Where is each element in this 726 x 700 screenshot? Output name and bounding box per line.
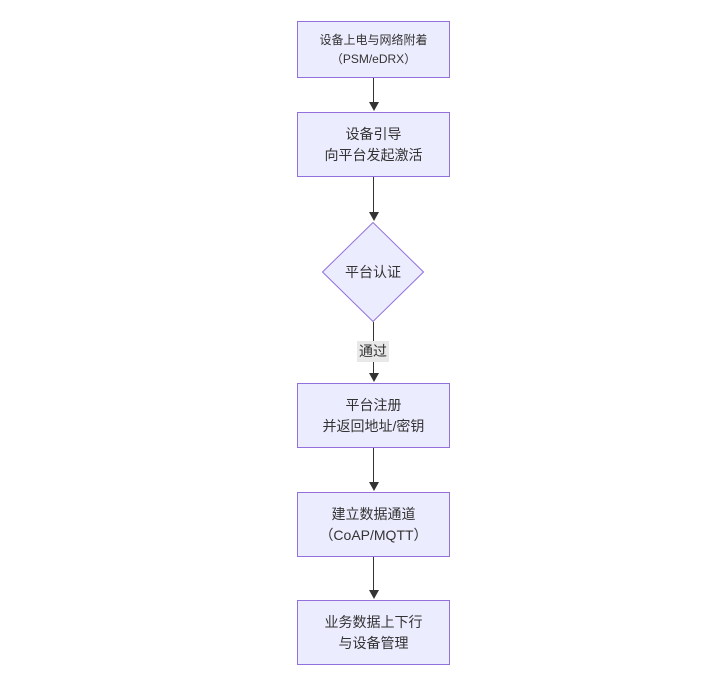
node-power-network-attach: 设备上电与网络附着 （PSM/eDRX） [297, 21, 450, 78]
edge-label-pass: 通过 [357, 341, 389, 362]
edge-line [373, 557, 374, 590]
edge-line [373, 177, 374, 212]
edge-line [373, 448, 374, 482]
node-label-line: 平台认证 [345, 264, 401, 280]
node-label-line: 设备引导 [345, 125, 402, 142]
arrowhead-icon [368, 102, 379, 111]
edge-channel-to-business [368, 557, 379, 599]
node-label-line: 并返回地址/密钥 [322, 417, 425, 434]
diamond-shape [322, 222, 424, 322]
node-label-line: 建立数据通道 [331, 505, 416, 522]
node-platform-register: 平台注册 并返回地址/密钥 [297, 383, 450, 448]
node-label-line: 平台注册 [345, 396, 402, 413]
node-label-line: 与设备管理 [338, 634, 409, 651]
arrowhead-icon [368, 212, 379, 221]
node-business-data-management: 业务数据上下行 与设备管理 [297, 600, 450, 665]
node-label-line: 业务数据上下行 [324, 613, 423, 630]
node-label-line: 向平台发起激活 [324, 146, 423, 163]
edge-register-to-channel [368, 448, 379, 491]
node-data-channel: 建立数据通道 （CoAP/MQTT） [297, 492, 450, 557]
node-label-line: （CoAP/MQTT） [319, 526, 428, 543]
arrowhead-icon [368, 482, 379, 491]
edge-line [373, 78, 374, 102]
node-label-line: 设备上电与网络附着 [319, 32, 428, 47]
arrowhead-icon [368, 590, 379, 599]
edge-bootstrap-to-auth [368, 177, 379, 221]
node-bootstrap-activate: 设备引导 向平台发起激活 [297, 112, 450, 177]
node-label-line: （PSM/eDRX） [330, 51, 417, 66]
edge-power-to-bootstrap [368, 78, 379, 111]
arrowhead-icon [368, 373, 379, 382]
node-platform-auth-decision: 平台认证 [322, 222, 424, 322]
